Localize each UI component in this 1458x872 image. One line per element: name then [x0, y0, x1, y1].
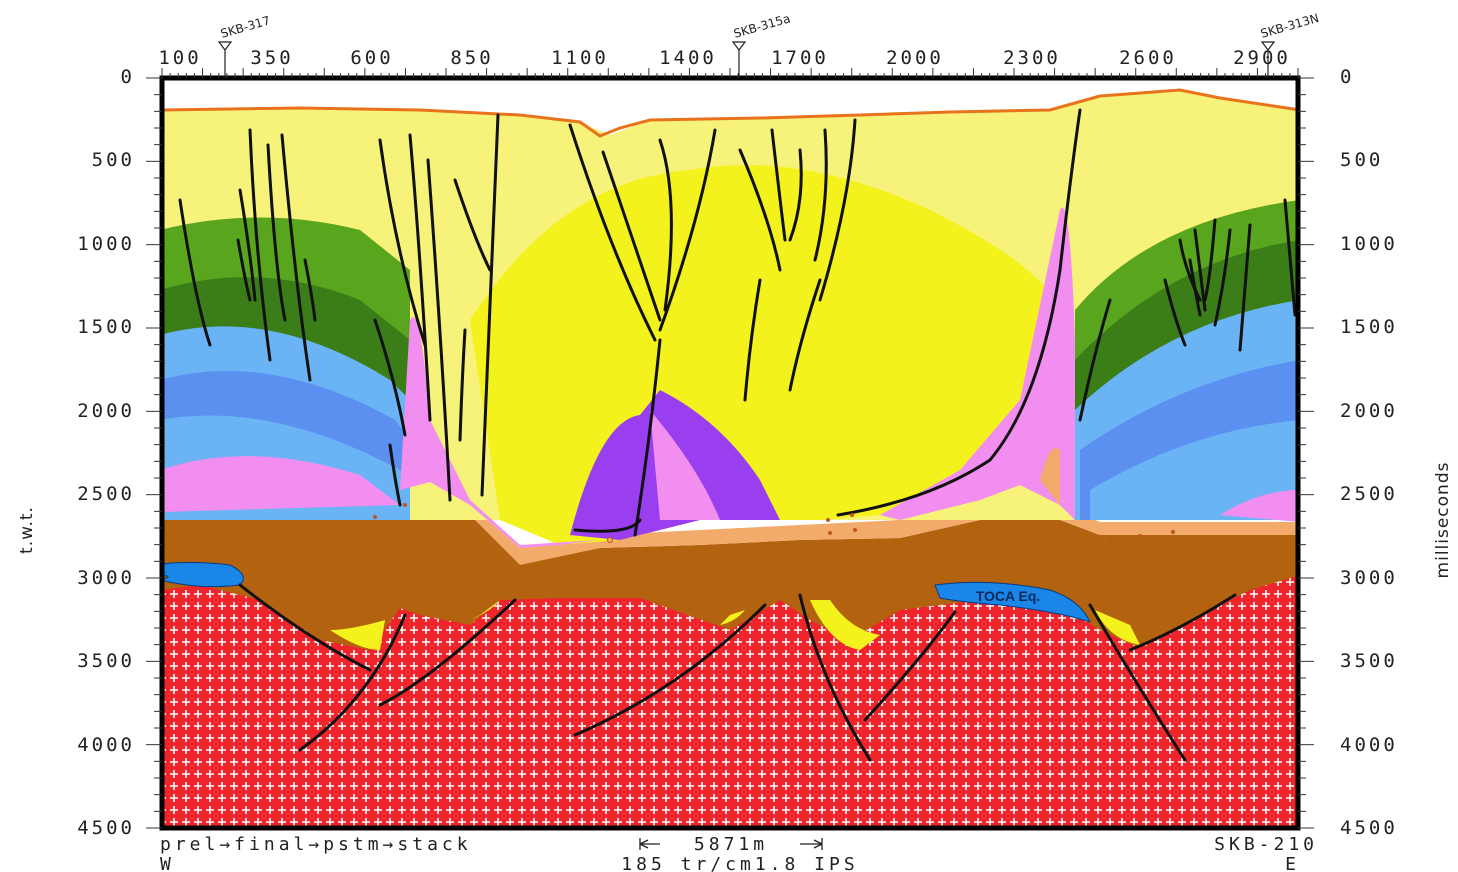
right-tick-label: 500	[1340, 149, 1383, 171]
right-axis-title: milliseconds	[1433, 462, 1453, 579]
right-tick-label: 3500	[1340, 650, 1398, 672]
top-tick-label: 2300	[1003, 47, 1061, 69]
right-axis: 0 500 1000 1500 2000 2500 3000 3500 4000…	[1340, 66, 1453, 839]
well-marker	[217, 41, 233, 78]
processing-label: prel→final→pstm→stack	[160, 834, 472, 855]
wells	[217, 41, 1276, 78]
left-tick-label: 0	[121, 66, 135, 88]
left-axis-title: t.w.t.	[17, 506, 37, 554]
scale-bar	[639, 838, 823, 850]
top-tick-label: 600	[350, 47, 393, 69]
left-tick-label: 2500	[77, 483, 135, 505]
marker-dots	[373, 503, 1175, 555]
top-tick-label: 1400	[659, 47, 717, 69]
right-tick-label: 1000	[1340, 233, 1398, 255]
top-tick-label: 1700	[771, 47, 829, 69]
left-tick-label: 500	[92, 149, 135, 171]
right-tick-label: 2000	[1340, 400, 1398, 422]
well-marker	[1260, 41, 1276, 78]
west-label: W	[160, 854, 175, 872]
axis-ticks	[146, 68, 1314, 829]
right-tick-label: 1500	[1340, 316, 1398, 338]
toca-annotation: TOCA Eq.	[976, 588, 1041, 604]
display-params: 185 tr/cm1.8 IPS	[621, 854, 858, 872]
top-tick-label: 350	[250, 47, 293, 69]
fault-lines	[178, 108, 1297, 762]
well-label-skb313n: SKB-313N	[1259, 11, 1320, 41]
well-label-skb315a: SKB-315a	[732, 11, 792, 41]
pink-salt-right	[880, 207, 1075, 520]
top-tick-label: 2900	[1233, 47, 1291, 69]
left-tick-label: 3500	[77, 650, 135, 672]
right-tick-label: 2500	[1340, 483, 1398, 505]
east-label: E	[1285, 854, 1300, 872]
right-tick-label: 4000	[1340, 734, 1398, 756]
top-tick-label: 850	[450, 47, 493, 69]
scale-bar-label: 5871m	[694, 834, 768, 855]
well-marker	[731, 41, 747, 78]
top-axis: 100 350 600 850 1100 1400 1700 2000 2300…	[158, 47, 1291, 69]
left-tick-label: 1000	[77, 233, 135, 255]
footer: prel→final→pstm→stack 5871m SKB-210 W 18…	[160, 834, 1318, 872]
line-name: SKB-210	[1214, 834, 1318, 855]
geology-layers	[162, 78, 1298, 828]
left-tick-label: 2000	[77, 400, 135, 422]
top-tick-label: 2000	[886, 47, 944, 69]
top-tick-label: 2600	[1119, 47, 1177, 69]
right-tick-label: 3000	[1340, 567, 1398, 589]
left-tick-label: 4000	[77, 734, 135, 756]
seafloor	[162, 88, 1298, 138]
top-tick-label: 1100	[551, 47, 609, 69]
salt-body-right	[934, 581, 1091, 623]
left-tick-label: 4500	[77, 817, 135, 839]
left-axis: 0 500 1000 1500 2000 2500 3000 3500 4000…	[17, 66, 135, 839]
left-tick-label: 3000	[77, 567, 135, 589]
right-tick-label: 4500	[1340, 817, 1398, 839]
brown-layer	[162, 490, 1298, 650]
left-tick-label: 1500	[77, 316, 135, 338]
well-label-skb317: SKB-317	[219, 13, 272, 41]
top-tick-label: 100	[158, 47, 201, 69]
right-tick-label: 0	[1340, 66, 1354, 88]
